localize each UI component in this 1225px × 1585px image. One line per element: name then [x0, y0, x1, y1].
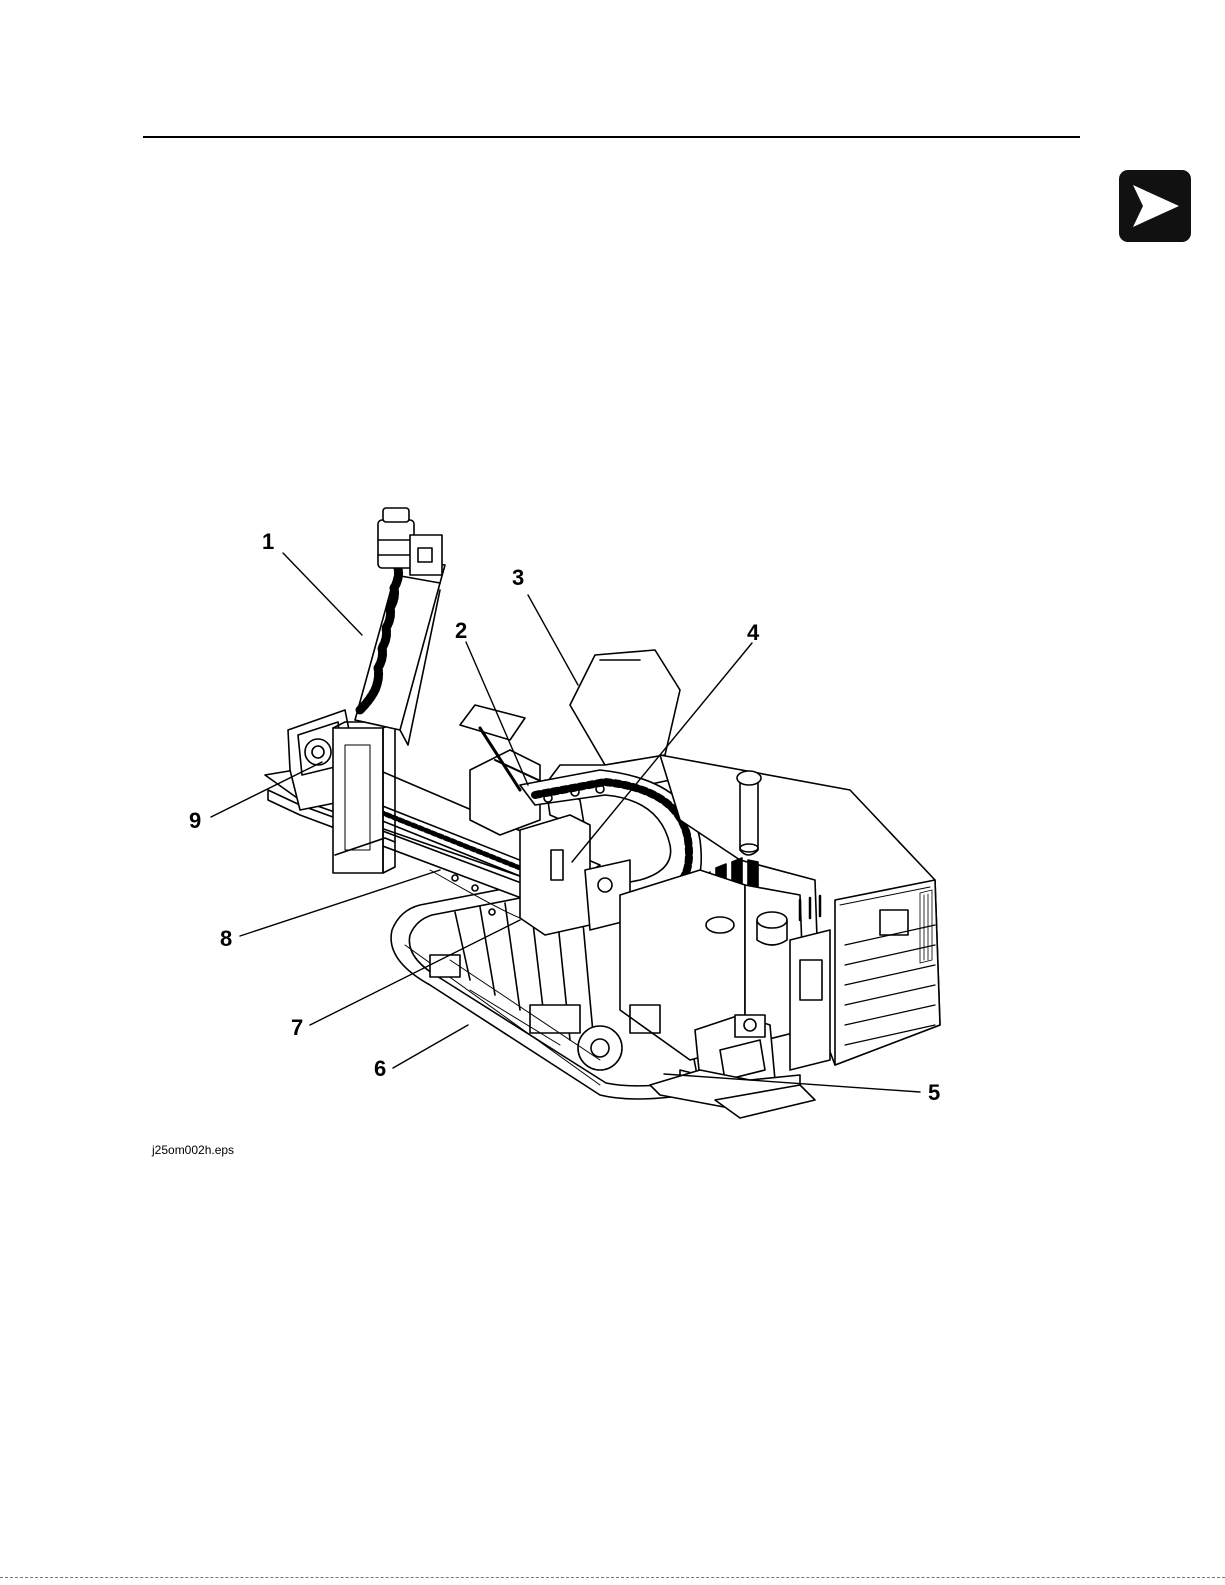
page-bottom-edge [0, 1577, 1225, 1578]
callout-6: 6 [374, 1058, 386, 1080]
rear-vise-assembly [288, 710, 395, 873]
rod-loader-mast [355, 508, 445, 745]
callout-2: 2 [455, 620, 467, 642]
callout-8: 8 [220, 928, 232, 950]
callout-7: 7 [291, 1017, 303, 1039]
callout-3: 3 [512, 567, 524, 589]
figure-filename: j25om002h.eps [152, 1143, 234, 1157]
carriage [520, 815, 630, 935]
callout-1: 1 [262, 531, 274, 553]
callout-4: 4 [747, 622, 759, 644]
callout-9: 9 [189, 810, 201, 832]
callout-5: 5 [928, 1082, 940, 1104]
